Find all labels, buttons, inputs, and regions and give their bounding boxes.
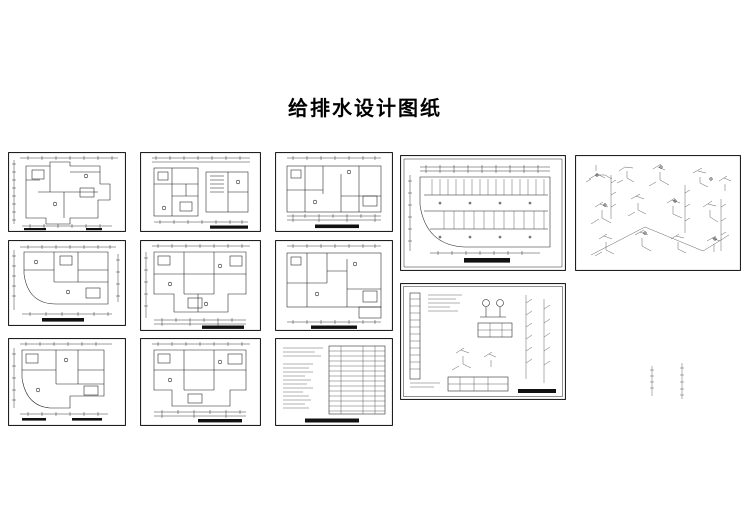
site-plan-thumbnail xyxy=(400,155,566,271)
cad-linework xyxy=(400,155,566,271)
page-title: 给排水设计图纸 xyxy=(288,98,442,120)
floor-plan-thumbnail-6 xyxy=(275,240,393,331)
floor-plan-thumbnail-8 xyxy=(140,338,261,426)
cad-linework xyxy=(275,240,393,331)
cad-linework xyxy=(8,152,126,232)
floor-plan-thumbnail-7 xyxy=(8,338,126,426)
floor-plan-thumbnail-4 xyxy=(8,240,126,326)
riser-diagram-marks xyxy=(642,360,694,402)
floor-plan-thumbnail-1 xyxy=(8,152,126,232)
cad-linework xyxy=(275,338,393,426)
cad-linework xyxy=(575,155,741,271)
cad-linework xyxy=(8,338,126,426)
cad-linework xyxy=(650,363,684,399)
legend-table-thumbnail xyxy=(275,338,393,426)
floor-plan-thumbnail-3 xyxy=(275,152,393,232)
cad-linework xyxy=(140,240,261,331)
details-sheet-thumbnail xyxy=(400,283,566,400)
cad-linework xyxy=(140,152,261,232)
cad-linework xyxy=(275,152,393,232)
floor-plan-thumbnail-5 xyxy=(140,240,261,331)
cad-linework xyxy=(140,338,261,426)
piping-axonometric-thumbnail xyxy=(575,155,741,271)
floor-plan-thumbnail-2 xyxy=(140,152,261,232)
cad-linework xyxy=(8,240,126,326)
cad-linework xyxy=(400,283,566,400)
